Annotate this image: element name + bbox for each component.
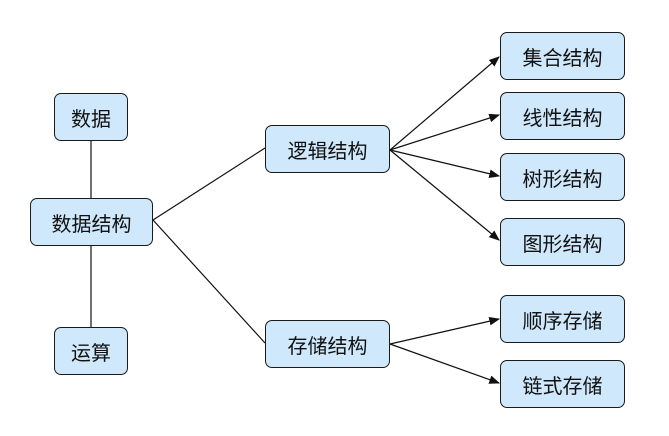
- node-linked-storage: 链式存储: [500, 360, 625, 408]
- node-operation: 运算: [54, 327, 128, 375]
- link-root-logical: [152, 147, 266, 221]
- node-linear-structure: 线性结构: [500, 92, 625, 140]
- node-sequential-storage: 顺序存储: [500, 295, 625, 343]
- link-root-storage: [152, 219, 266, 344]
- arrow-storage-sequential: [389, 316, 501, 345]
- arrow-logical-graph: [389, 149, 500, 241]
- node-data-structure: 数据结构: [30, 198, 153, 246]
- arrow-logical-set: [389, 56, 500, 151]
- arrow-logical-linear: [389, 113, 501, 151]
- node-logical-structure: 逻辑结构: [265, 125, 390, 173]
- node-graph-structure: 图形结构: [500, 218, 625, 266]
- node-storage-structure: 存储结构: [265, 320, 390, 368]
- arrow-storage-linked: [389, 343, 501, 384]
- node-data: 数据: [54, 93, 128, 141]
- node-tree-structure: 树形结构: [500, 153, 625, 201]
- node-set-structure: 集合结构: [500, 32, 625, 80]
- arrow-logical-tree: [389, 149, 501, 178]
